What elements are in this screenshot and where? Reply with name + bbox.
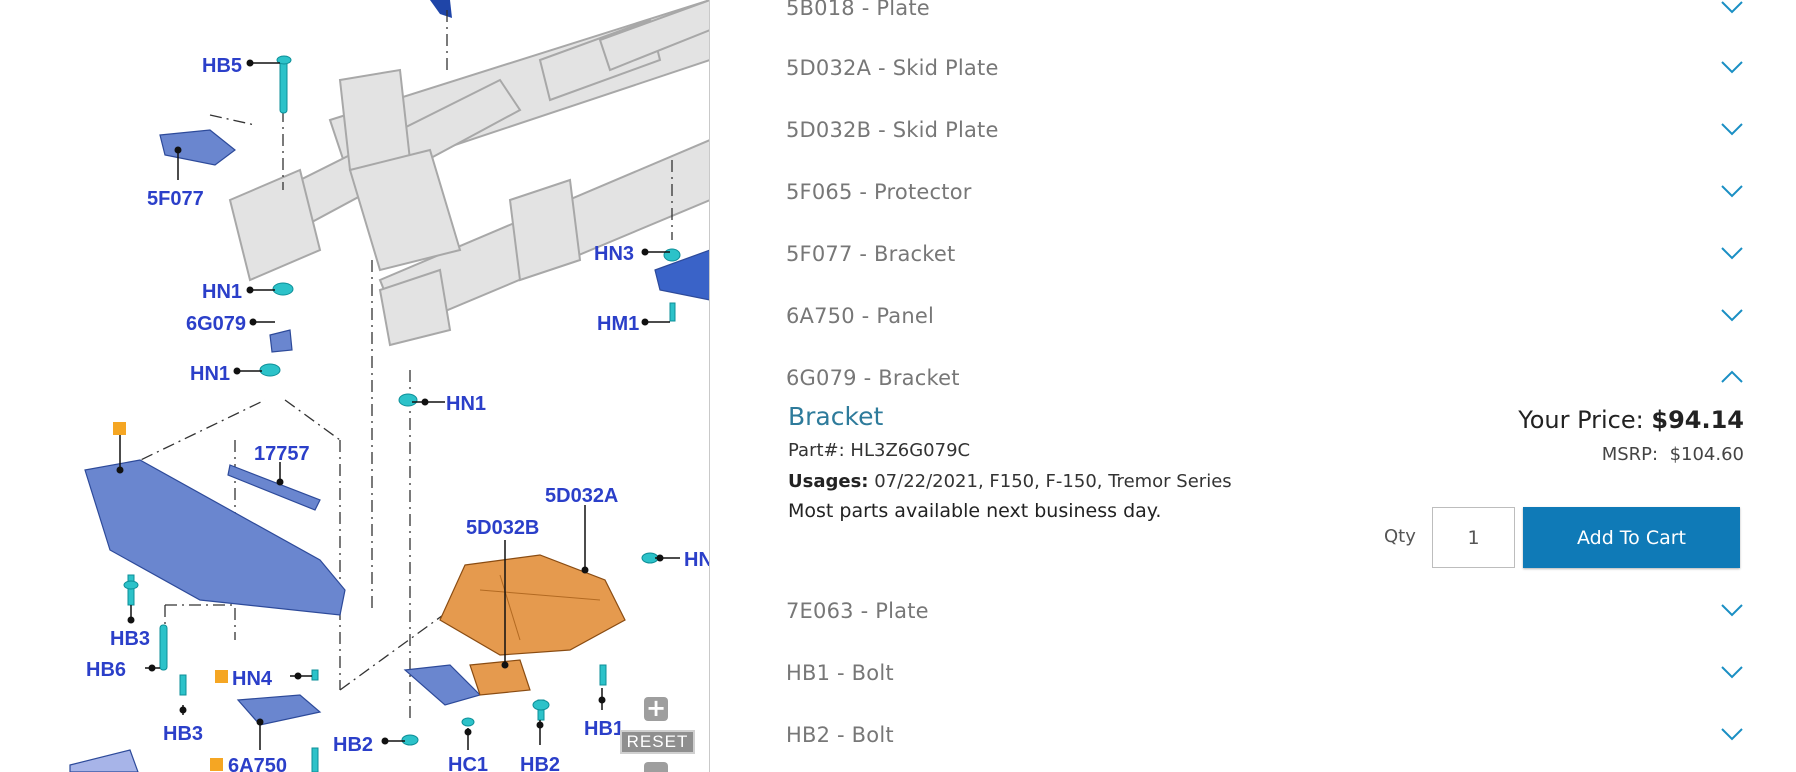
part-row-5d032a[interactable]: 5D032A - Skid Plate xyxy=(776,50,1776,90)
part-row-label: 6A750 - Panel xyxy=(786,304,934,328)
callout-hn-partial[interactable]: HN xyxy=(684,549,710,571)
callout-6a750[interactable]: 6A750 xyxy=(228,755,287,772)
callout-hn3[interactable]: HN3 xyxy=(594,243,634,265)
callout-hb1[interactable]: HB1 xyxy=(584,718,624,740)
chevron-down-icon xyxy=(1721,61,1743,74)
part-row-label: 5D032B - Skid Plate xyxy=(786,118,999,142)
part-row-label: HB2 - Bolt xyxy=(786,723,894,747)
price-label: Your Price: xyxy=(1518,406,1644,434)
callout-hn1[interactable]: HN1 xyxy=(190,363,230,385)
callout-hb6[interactable]: HB6 xyxy=(86,659,126,681)
chevron-down-icon xyxy=(1721,123,1743,136)
part-row-label: 5F077 - Bracket xyxy=(786,242,956,266)
callout-5d032a[interactable]: 5D032A xyxy=(545,485,618,507)
callout-5f077[interactable]: 5F077 xyxy=(147,188,204,210)
callout-6g079[interactable]: 6G079 xyxy=(186,313,246,335)
part-row-5f065[interactable]: 5F065 - Protector xyxy=(776,174,1776,214)
chevron-down-icon xyxy=(1721,247,1743,260)
part-row-5f077[interactable]: 5F077 - Bracket xyxy=(776,236,1776,276)
part-row-hb2[interactable]: HB2 - Bolt xyxy=(776,717,1776,757)
part-row-label: 6G079 - Bracket xyxy=(786,366,960,390)
top-part-fragment xyxy=(430,0,452,18)
part-row-6g079[interactable]: 6G079 - Bracket xyxy=(776,360,1776,400)
qty-label: Qty xyxy=(1384,526,1416,547)
part-number-label: Part#: xyxy=(788,440,845,461)
chevron-down-icon xyxy=(1721,604,1743,617)
part-row-label: 5D032A - Skid Plate xyxy=(786,56,999,80)
callout-hb3[interactable]: HB3 xyxy=(110,628,150,650)
part-row-label: HB1 - Bolt xyxy=(786,661,894,685)
part-row-5b018[interactable]: 5B018 - Plate xyxy=(776,0,1776,30)
reset-zoom-button[interactable]: RESET xyxy=(620,730,695,754)
parts-diagram[interactable]: HB5 5F077 HN1 6G079 HN1 HN1 HN3 HM1 1775… xyxy=(0,0,710,772)
callout-17757[interactable]: 17757 xyxy=(254,443,310,465)
part-row-5d032b[interactable]: 5D032B - Skid Plate xyxy=(776,112,1776,152)
exploded-view-svg: HB5 5F077 HN1 6G079 HN1 HN1 HN3 HM1 1775… xyxy=(69,0,710,772)
usages-line: Usages: 07/22/2021, F150, F-150, Tremor … xyxy=(788,471,1232,492)
part-row-hb1[interactable]: HB1 - Bolt xyxy=(776,655,1776,695)
msrp: MSRP: $104.60 xyxy=(1602,444,1744,465)
zoom-out-button[interactable] xyxy=(644,762,668,772)
chevron-up-icon xyxy=(1721,370,1743,383)
part-detail-panel: Bracket Part#: HL3Z6G079C Usages: 07/22/… xyxy=(778,398,1778,578)
parts-list: 5B018 - Plate 5D032A - Skid Plate 5D032B… xyxy=(710,0,1796,772)
panel-divider xyxy=(709,0,710,772)
callout-hn1[interactable]: HN1 xyxy=(446,393,486,415)
part-row-label: 7E063 - Plate xyxy=(786,599,929,623)
part-number-value: HL3Z6G079C xyxy=(850,440,971,461)
callout-hb3[interactable]: HB3 xyxy=(163,723,203,745)
usages-value: 07/22/2021, F150, F-150, Tremor Series xyxy=(874,471,1232,492)
msrp-value: $104.60 xyxy=(1669,444,1744,465)
callout-hc1[interactable]: HC1 xyxy=(448,754,488,772)
part-title-link[interactable]: Bracket xyxy=(788,402,884,431)
callout-hb2[interactable]: HB2 xyxy=(520,754,560,772)
zoom-in-button[interactable]: + xyxy=(644,694,668,722)
part-row-6a750[interactable]: 6A750 - Panel xyxy=(776,298,1776,338)
chevron-down-icon xyxy=(1721,309,1743,322)
part-row-7e063[interactable]: 7E063 - Plate xyxy=(776,593,1776,633)
add-to-cart-button[interactable]: Add To Cart xyxy=(1523,507,1740,568)
quantity-input[interactable] xyxy=(1432,507,1515,568)
callout-hn4[interactable]: HN4 xyxy=(232,668,273,690)
callout-hb5[interactable]: HB5 xyxy=(202,55,242,77)
chevron-down-icon xyxy=(1721,185,1743,198)
msrp-label: MSRP: xyxy=(1601,444,1659,465)
callout-hn1[interactable]: HN1 xyxy=(202,281,242,303)
availability-note: Most parts available next business day. xyxy=(788,500,1162,522)
callout-hb2[interactable]: HB2 xyxy=(333,734,373,756)
callout-5d032b[interactable]: 5D032B xyxy=(466,517,539,539)
part-row-label: 5B018 - Plate xyxy=(786,0,930,20)
price-value: $94.14 xyxy=(1651,406,1744,434)
chevron-down-icon xyxy=(1721,1,1743,14)
chassis-frame xyxy=(228,0,710,347)
chevron-down-icon xyxy=(1721,728,1743,741)
callout-hm1[interactable]: HM1 xyxy=(597,313,639,335)
part-row-label: 5F065 - Protector xyxy=(786,180,972,204)
part-number-line: Part#: HL3Z6G079C xyxy=(788,440,970,461)
your-price: Your Price: $94.14 xyxy=(1518,406,1744,434)
usages-label: Usages: xyxy=(788,471,869,492)
chevron-down-icon xyxy=(1721,666,1743,679)
